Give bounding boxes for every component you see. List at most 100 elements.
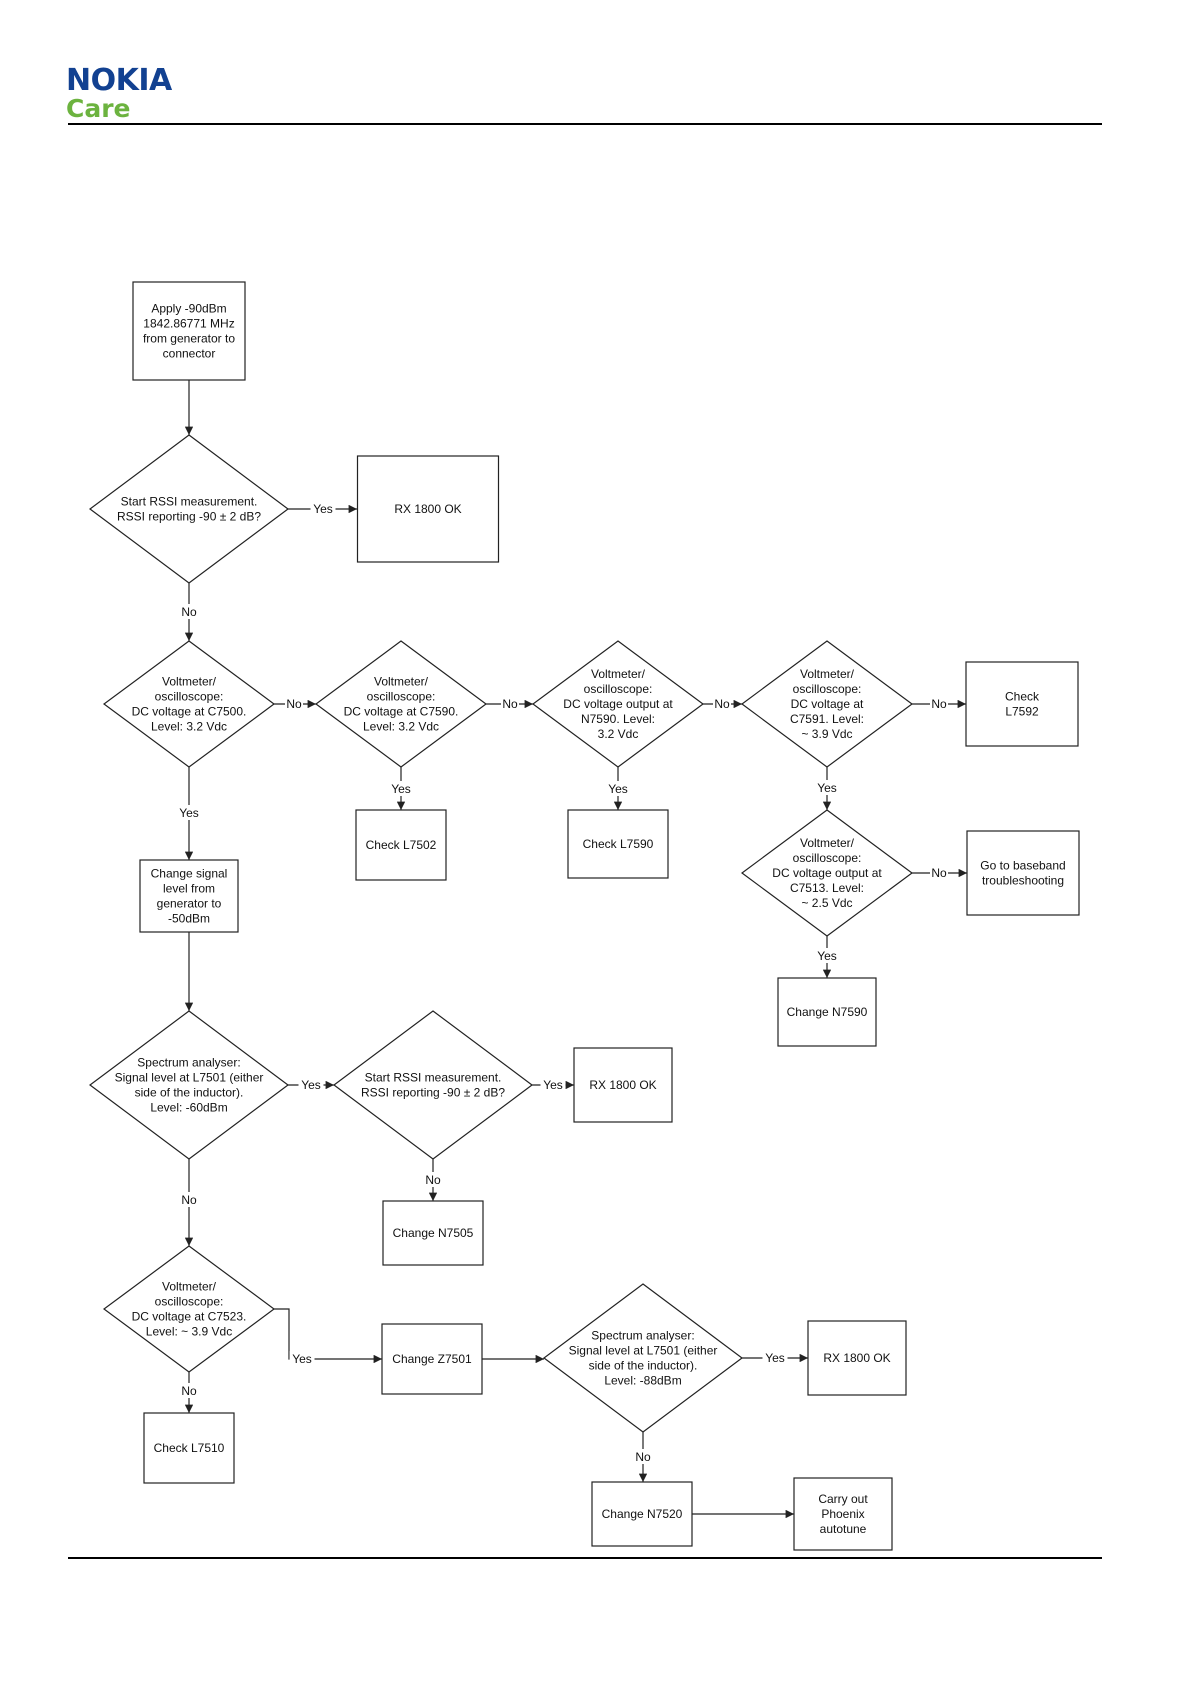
edge-label-text: Yes: [391, 782, 411, 796]
edge-label-text: Yes: [608, 782, 628, 796]
edge-label: Yes: [310, 501, 336, 516]
process-box: [381, 1323, 483, 1395]
node-text-line: Level: 3.2 Vdc: [151, 720, 227, 734]
node-text-line: Voltmeter/: [800, 836, 855, 850]
edge-label-text: No: [931, 866, 947, 880]
node-text-line: connector: [163, 347, 216, 361]
node-text-line: side of the inductor).: [135, 1086, 244, 1100]
edge-label-text: No: [502, 697, 518, 711]
edge-label-text: No: [931, 697, 947, 711]
decision-diamond: [531, 640, 705, 768]
node-text-line: Voltmeter/: [374, 675, 429, 689]
edge-label-text: No: [181, 1384, 197, 1398]
decision-diamond: [102, 640, 276, 768]
node-text-line: L7592: [1005, 705, 1039, 719]
node-text-line: RX 1800 OK: [394, 502, 461, 516]
edge-label-text: No: [181, 605, 197, 619]
node-text-line: Change signal: [151, 867, 228, 881]
node-text-line: RSSI reporting -90 ± 2 dB?: [361, 1086, 505, 1100]
node-text-line: Change Z7501: [392, 1352, 472, 1366]
node-text-line: Level: -88dBm: [604, 1374, 681, 1388]
node-text-line: Level: 3.2 Vdc: [363, 720, 439, 734]
process-box: [807, 1320, 907, 1396]
flow-edge-d-c7523-to-chg-z7501: [274, 1308, 382, 1364]
node-text-line: 3.2 Vdc: [598, 727, 639, 741]
process-box: [356, 455, 500, 563]
decision-diamond: [740, 640, 914, 768]
flow-node-d-l7501b: Spectrum analyser:Signal level at L7501 …: [542, 1283, 744, 1433]
node-text-line: C7591. Level:: [790, 712, 864, 726]
flow-node-ok2: RX 1800 OK: [573, 1047, 673, 1123]
edge-label: Yes: [605, 781, 631, 796]
node-text-line: level from: [163, 882, 215, 896]
node-text-line: Carry out: [818, 1492, 868, 1506]
process-box: [355, 809, 447, 881]
edge-label-text: Yes: [817, 949, 837, 963]
edge-label-text: No: [635, 1450, 651, 1464]
node-text-line: oscilloscope:: [155, 690, 224, 704]
node-text-line: Signal level at L7501 (either: [115, 1071, 264, 1085]
node-text-line: generator to: [157, 897, 222, 911]
process-box: [143, 1412, 235, 1484]
edge-label: No: [424, 1172, 442, 1187]
nokia-care-logo: NOKIA Care: [66, 64, 172, 122]
node-text-line: Level: -60dBm: [150, 1101, 227, 1115]
node-text-line: DC voltage at C7590.: [344, 705, 459, 719]
node-text-line: oscilloscope:: [367, 690, 436, 704]
flow-node-chk-l7502: Check L7502: [355, 809, 447, 881]
node-text-line: Voltmeter/: [162, 1280, 217, 1294]
node-text-line: Check: [1005, 690, 1040, 704]
node-text-line: Signal level at L7501 (either: [569, 1344, 718, 1358]
flow-node-ok3: RX 1800 OK: [807, 1320, 907, 1396]
node-text-line: N7590. Level:: [581, 712, 655, 726]
edge-label: No: [285, 696, 303, 711]
node-text-line: Change N7520: [602, 1507, 683, 1521]
flow-node-chg-z7501: Change Z7501: [381, 1323, 483, 1395]
node-text-line: DC voltage output at: [772, 866, 882, 880]
edge-label: Yes: [176, 805, 202, 820]
edge-label: No: [634, 1449, 652, 1464]
node-text-line: DC voltage at: [791, 697, 864, 711]
decision-diamond: [88, 434, 290, 584]
node-text-line: oscilloscope:: [155, 1295, 224, 1309]
flow-node-d-c7513: Voltmeter/oscilloscope:DC voltage output…: [740, 809, 914, 937]
process-box: [132, 281, 246, 381]
node-text-line: oscilloscope:: [793, 851, 862, 865]
edge-label: Yes: [814, 948, 840, 963]
edge-label: No: [180, 1192, 198, 1207]
edge-label: No: [180, 1383, 198, 1398]
process-box: [139, 859, 239, 933]
edge-label-text: No: [181, 1193, 197, 1207]
decision-diamond: [332, 1010, 534, 1160]
edge-label: Yes: [388, 781, 414, 796]
footer-rule: [68, 1557, 1102, 1559]
process-box: [567, 809, 669, 879]
header-rule: [68, 123, 1102, 125]
process-box: [777, 977, 877, 1047]
node-text-line: Go to baseband: [980, 859, 1065, 873]
node-text-line: troubleshooting: [982, 874, 1064, 888]
decision-diamond: [740, 809, 914, 937]
flow-node-d-l7501a: Spectrum analyser:Signal level at L7501 …: [88, 1010, 290, 1160]
node-text-line: RSSI reporting -90 ± 2 dB?: [117, 510, 261, 524]
edge-label: Yes: [814, 780, 840, 795]
node-text-line: Voltmeter/: [800, 667, 855, 681]
node-text-line: DC voltage output at: [563, 697, 673, 711]
node-text-line: autotune: [820, 1522, 867, 1536]
flow-node-chg-n7505: Change N7505: [382, 1200, 484, 1266]
flow-node-d-rssi2: Start RSSI measurement.RSSI reporting -9…: [332, 1010, 534, 1160]
node-text-line: Apply -90dBm: [151, 302, 226, 316]
edge-label-text: Yes: [301, 1078, 321, 1092]
edge-label: Yes: [540, 1077, 566, 1092]
node-text-line: Check L7590: [583, 837, 654, 851]
flow-node-d-c7500: Voltmeter/oscilloscope:DC voltage at C75…: [102, 640, 276, 768]
node-text-line: Change N7590: [787, 1005, 868, 1019]
node-text-line: ~ 3.9 Vdc: [801, 727, 852, 741]
decision-diamond: [88, 1010, 290, 1160]
decision-diamond: [102, 1245, 276, 1373]
